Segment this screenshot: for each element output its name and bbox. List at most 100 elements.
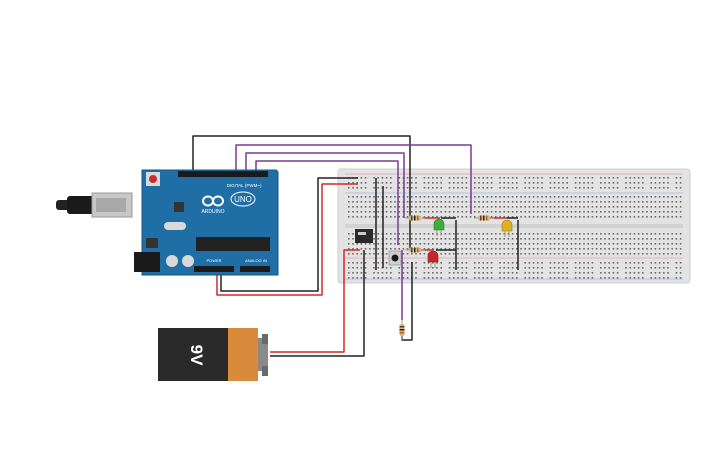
breadboard-hole [465,267,468,269]
breadboard-hole [490,267,493,269]
breadboard-hole [600,196,602,198]
breadboard-hole [448,262,451,264]
ic-chip[interactable] [355,229,373,243]
breadboard-hole [583,233,585,235]
breadboard-hole [625,238,627,240]
breadboard-hole [537,253,539,255]
breadboard-hole [478,233,480,235]
breadboard-hole [549,216,552,218]
breadboard-hole [369,206,371,208]
breadboard-hole [553,196,556,198]
breadboard-hole [402,267,405,269]
breadboard-hole [436,177,438,179]
breadboard-hole [671,196,673,198]
breadboard-hole [621,201,623,203]
breadboard-hole [461,253,463,255]
resistor-1[interactable] [405,215,425,221]
breadboard-hole [524,233,526,235]
board-brand-label: ARDUINO [201,209,224,215]
breadboard-hole [642,277,644,279]
arduino-uno-board[interactable]: UNO ARDUINO DIGITAL (PWM~) POWER ANALOG … [56,169,279,276]
breadboard-hole [570,201,573,203]
breadboard-hole [524,187,526,189]
resistor-4[interactable] [399,320,405,340]
led-red[interactable] [427,250,439,268]
led-green[interactable] [433,218,445,236]
breadboard-hole [377,196,379,198]
breadboard-hole [385,187,388,189]
breadboard-hole [675,262,678,264]
breadboard-hole [633,262,636,264]
breadboard-hole [453,177,455,179]
breadboard-hole [537,233,539,235]
breadboard-hole [457,253,459,255]
breadboard-hole [377,238,379,240]
breadboard-hole [482,253,484,255]
breadboard-hole [650,201,652,203]
breadboard-hole [373,262,375,264]
breadboard-hole [406,177,409,179]
breadboard-hole [612,206,615,208]
breadboard-hole [507,206,510,208]
breadboard-hole [583,187,585,189]
breadboard-hole [356,182,358,184]
breadboard-hole [390,177,392,179]
breadboard-hole [667,272,669,274]
breadboard-hole [621,206,623,208]
breadboard-hole [385,233,388,235]
breadboard[interactable] [337,168,691,284]
breadboard-hole [348,233,350,235]
breadboard-hole [625,211,627,213]
breadboard-hole [528,201,531,203]
breadboard-hole [541,277,543,279]
breadboard-hole [499,272,501,274]
breadboard-hole [448,201,451,203]
breadboard-hole [411,201,413,203]
breadboard-hole [591,177,594,179]
breadboard-hole [352,267,354,269]
breadboard-hole [373,233,375,235]
breadboard-hole [436,216,438,218]
breadboard-hole [436,187,438,189]
breadboard-hole [667,233,669,235]
breadboard-hole [495,201,497,203]
breadboard-hole [637,272,640,274]
breadboard-hole [587,187,589,189]
breadboard-hole [356,201,358,203]
led-yellow[interactable] [501,219,513,237]
breadboard-hole [516,177,518,179]
breadboard-hole [465,248,468,250]
breadboard-hole [440,187,442,189]
breadboard-hole [352,243,354,245]
breadboard-hole [499,233,501,235]
breadboard-hole [360,216,363,218]
breadboard-hole [482,267,484,269]
battery-label: 9V [187,345,206,366]
breadboard-hole [360,253,363,255]
breadboard-hole [562,206,564,208]
breadboard-hole [385,216,388,218]
breadboard-hole [356,187,358,189]
breadboard-hole [528,211,531,213]
breadboard-hole [478,196,480,198]
breadboard-hole [406,277,409,279]
breadboard-hole [587,272,589,274]
breadboard-hole [432,196,434,198]
breadboard-hole [658,253,661,255]
pushbutton[interactable] [388,250,402,266]
resistor-2[interactable] [405,247,425,253]
breadboard-hole [616,177,619,179]
breadboard-hole [612,233,615,235]
breadboard-hole [507,277,510,279]
breadboard-hole [385,196,388,198]
breadboard-hole [587,238,589,240]
breadboard-hole [595,206,598,208]
breadboard-hole [671,233,673,235]
battery-9v[interactable]: 9V [158,328,268,381]
breadboard-hole [642,253,644,255]
breadboard-hole [608,272,610,274]
breadboard-hole [604,201,606,203]
breadboard-hole [503,201,505,203]
breadboard-hole [465,201,468,203]
resistor-3[interactable] [474,215,494,221]
